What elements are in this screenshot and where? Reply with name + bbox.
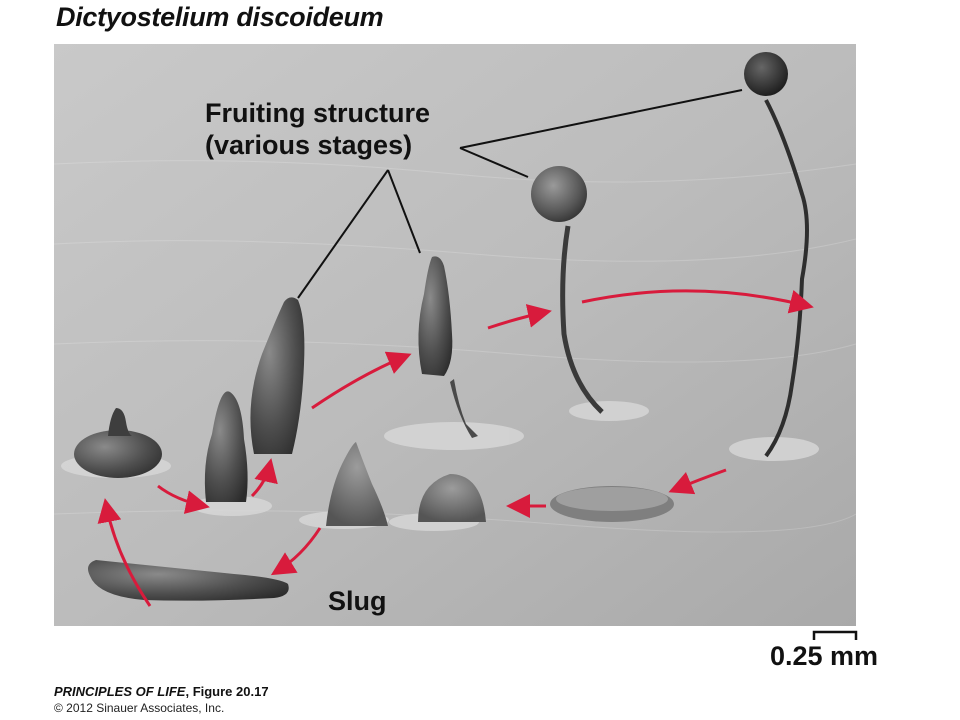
slug-organism <box>88 560 289 601</box>
mature-fruiting-body <box>744 52 809 458</box>
micrograph <box>54 44 856 626</box>
round-mound <box>418 474 486 522</box>
slug-label: Slug <box>328 586 387 616</box>
early-fruiting-body <box>418 256 478 438</box>
aggregate-mound <box>74 408 162 478</box>
scale-bar-label: 0.25 mm <box>770 641 879 671</box>
photo-background <box>54 44 856 626</box>
flat-aggregate <box>550 486 674 522</box>
fruiting-label-line1: Fruiting structure <box>205 98 431 128</box>
finger-tall <box>250 297 305 454</box>
pointer-lines <box>297 89 743 299</box>
book-title: PRINCIPLES OF LIFE <box>54 684 186 699</box>
finger-small <box>204 391 248 502</box>
scale-bar <box>812 630 858 640</box>
copyright: © 2012 Sinauer Associates, Inc. <box>54 701 225 715</box>
figure-number: , Figure 20.17 <box>185 684 269 699</box>
fruiting-label-line2: (various stages) <box>205 130 413 160</box>
life-cycle-arrows <box>97 289 814 607</box>
figure-title: Dictyostelium discoideum <box>56 2 384 32</box>
mid-fruiting-body <box>531 166 604 414</box>
fruiting-structure-label: Fruiting structure (various stages) <box>205 97 430 161</box>
figure-credit: PRINCIPLES OF LIFE, Figure 20.17 <box>54 684 269 699</box>
cone-stage <box>326 442 388 526</box>
